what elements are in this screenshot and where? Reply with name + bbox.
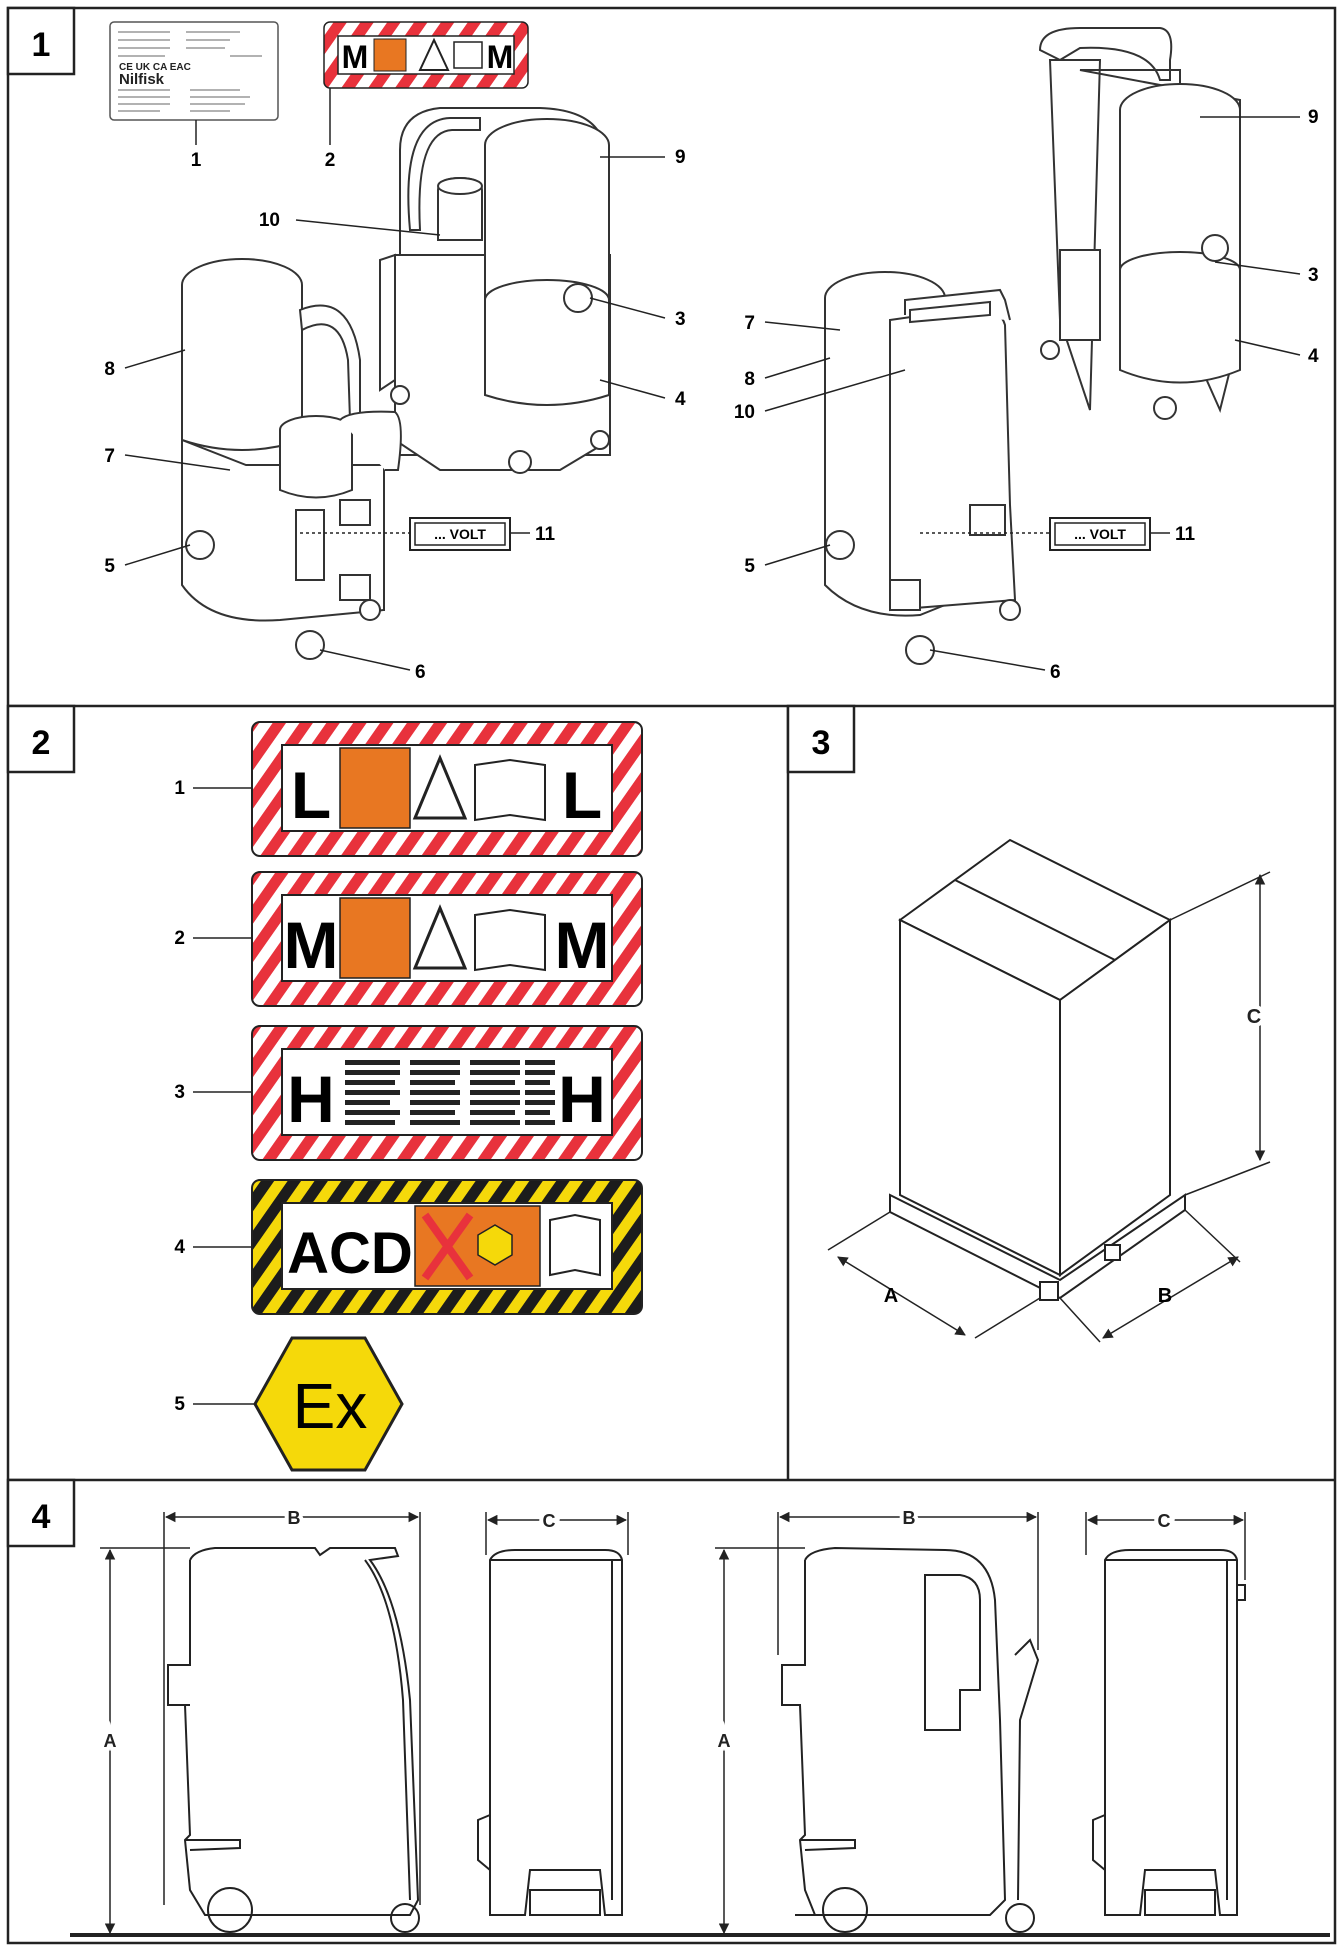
- vacuum-unit-front-right: [824, 271, 1021, 665]
- dim-a-1: A: [104, 1731, 117, 1751]
- ex-hexagon-label: Ex: [253, 1336, 404, 1472]
- dim-c-1: C: [543, 1511, 556, 1531]
- panel-1-number: 1: [32, 26, 51, 64]
- rating-plate: CE UK CA EAC Nilfisk: [109, 21, 279, 121]
- dust-hazard-icon: [339, 747, 411, 829]
- callout-4-left: 4: [675, 389, 686, 410]
- panel-1-number-box: 1: [6, 6, 76, 76]
- callout-6-left: 6: [415, 662, 426, 683]
- callout-7-right: 7: [744, 313, 755, 334]
- volt-label-right-text: ... VOLT: [1074, 526, 1126, 542]
- hazard-dust-icon: [373, 38, 407, 72]
- label-4-number: 4: [174, 1237, 185, 1258]
- dim-b-2: B: [903, 1508, 916, 1528]
- volt-label-left: ... VOLT: [409, 517, 511, 551]
- callout-10-left: 10: [259, 210, 280, 231]
- box-dim-b: B: [1158, 1285, 1172, 1307]
- callout-1: 1: [191, 150, 202, 171]
- callout-9-left: 9: [675, 147, 686, 168]
- callout-5-left: 5: [104, 556, 115, 577]
- callout-9-right: 9: [1308, 107, 1319, 128]
- side-view-2: [781, 1546, 1040, 1933]
- panel-3-number-box: 3: [786, 704, 856, 774]
- shipping-box: [889, 838, 1186, 1301]
- dust-hazard-icon-m: [339, 897, 411, 979]
- callout-8-left: 8: [104, 359, 115, 380]
- vacuum-unit-rear-right: [1038, 27, 1241, 420]
- callout-3-left: 3: [675, 309, 686, 330]
- panel-2-number-box: 2: [6, 704, 76, 774]
- rating-plate-marks: CE UK CA EAC: [119, 62, 191, 73]
- callout-6-right: 6: [1050, 662, 1061, 683]
- side-view-1: [167, 1547, 420, 1933]
- label-class-l: L L: [251, 721, 643, 857]
- manual-info-icon: [474, 758, 546, 822]
- panel-3-number: 3: [812, 724, 831, 762]
- warning-icon: [418, 37, 450, 71]
- callout-4-right: 4: [1308, 346, 1319, 367]
- left-callout-leaders: [124, 156, 666, 671]
- explosion-dust-icon: [414, 1205, 541, 1287]
- label-l-right-letter: L: [562, 758, 602, 832]
- label-class-m: M M: [251, 871, 643, 1007]
- label-h-right-letter: H: [558, 1062, 606, 1136]
- dim-a-2: A: [718, 1731, 731, 1751]
- right-callout-leaders: [764, 116, 1301, 671]
- callout-8-right: 8: [744, 369, 755, 390]
- small-label-left-letter: M: [342, 39, 369, 75]
- label-class-h: H H: [251, 1025, 643, 1161]
- label-acd: ACD: [251, 1179, 643, 1315]
- callout-10-right: 10: [734, 402, 755, 423]
- ex-mini-icon: [477, 1224, 513, 1266]
- box-dim-a: A: [884, 1285, 898, 1307]
- callout-11-left: 11: [535, 524, 556, 545]
- panel-2-number: 2: [32, 724, 51, 762]
- label-h-text-lines: [345, 1060, 555, 1125]
- panel-4-dimension-lines: [100, 1511, 1246, 1935]
- label-acd-text: ACD: [287, 1221, 413, 1286]
- warning-triangle-icon: [412, 754, 468, 820]
- dim-c-2: C: [1158, 1511, 1171, 1531]
- manual-icon: [453, 41, 483, 69]
- volt-label-left-text: ... VOLT: [434, 526, 486, 542]
- label-h-left-letter: H: [287, 1062, 335, 1136]
- callout-7-left: 7: [104, 446, 115, 467]
- manual-info-icon-m: [474, 908, 546, 972]
- dim-b-1: B: [288, 1508, 301, 1528]
- vacuum-unit-rear-left: [379, 107, 611, 474]
- panel-4-number-box: 4: [6, 1478, 76, 1548]
- label-3-number: 3: [174, 1082, 185, 1103]
- label-1-number: 1: [174, 778, 185, 799]
- small-label-right-letter: M: [487, 39, 514, 75]
- volt-label-right: ... VOLT: [1049, 517, 1151, 551]
- label-m-right-letter: M: [555, 908, 610, 982]
- callout-5-right: 5: [744, 556, 755, 577]
- ex-symbol-text: Ex: [293, 1370, 368, 1442]
- front-view-1: [477, 1549, 623, 1916]
- label-5-number: 5: [174, 1394, 185, 1415]
- outer-frame: [6, 6, 1337, 1945]
- vacuum-unit-front-left: [181, 258, 402, 660]
- box-dim-c: C: [1247, 1006, 1261, 1028]
- panel-4-number: 4: [32, 1498, 51, 1536]
- rating-plate-brand: Nilfisk: [119, 71, 165, 88]
- front-view-2: [1092, 1549, 1246, 1916]
- label-2-number: 2: [174, 928, 185, 949]
- label-m-left-letter: M: [284, 908, 339, 982]
- box-dimension-lines: [827, 871, 1271, 1343]
- label-l-left-letter: L: [291, 758, 331, 832]
- manual-book-icon: [549, 1213, 601, 1277]
- callout-2: 2: [325, 150, 336, 171]
- no-entry-cross-icon: [421, 1212, 474, 1281]
- callout-11-right: 11: [1175, 524, 1196, 545]
- warning-triangle-icon-m: [412, 904, 468, 970]
- dust-class-label-small: M M: [323, 21, 529, 89]
- callout-3-right: 3: [1308, 265, 1319, 286]
